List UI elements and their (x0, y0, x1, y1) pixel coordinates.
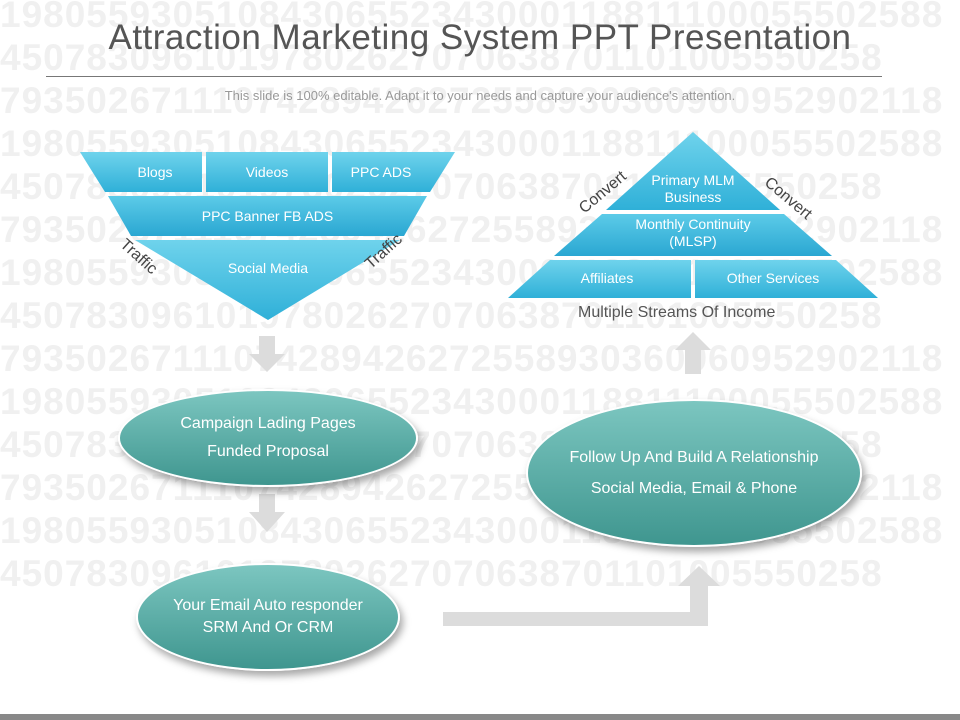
bg-digits-row: 4507830961019780262707063870110100555025… (0, 37, 883, 78)
bg-digits-row: 1980559305108430655234300011881110005550… (0, 0, 944, 35)
connector-arrow-icon (443, 566, 720, 626)
pyramid-segment-affiliates (508, 260, 691, 298)
oval-follow-up: Follow Up And Build A Relationship Socia… (526, 399, 862, 547)
traffic-funnel (80, 152, 455, 320)
pyramid-label-affiliates: Affiliates (580, 270, 634, 286)
funnel-label-ppc-banner: PPC Banner FB ADS (201, 208, 334, 224)
up-arrow-icon (675, 332, 711, 374)
bottom-bar (0, 714, 960, 720)
bg-digits-row: 4507830961019780262707063870110100555025… (0, 295, 883, 336)
slide-title: Attraction Marketing System PPT Presenta… (108, 18, 852, 57)
oval-campaign-line2: Funded Proposal (207, 443, 329, 460)
oval-email-autoresponder: Your Email Auto responder SRM And Or CRM (136, 563, 400, 671)
funnel-segment-social-media (135, 240, 400, 320)
bg-digits-row: 7935026711107428942627255893036096095290… (0, 338, 944, 379)
pyramid-label-monthly-continuity-line2: (MLSP) (669, 233, 717, 249)
title-divider (46, 76, 882, 77)
income-pyramid (508, 132, 878, 298)
slide-subtitle: This slide is 100% editable. Adapt it to… (224, 88, 736, 103)
oval-campaign-line1: Campaign Lading Pages (180, 415, 356, 432)
pyramid-segment-primary-mlm (606, 132, 780, 210)
bg-digits-row: 4507830961019780262707063870110100555025… (0, 553, 883, 594)
down-arrow-icon (249, 336, 285, 372)
pyramid-segment-other-services (695, 260, 878, 298)
pyramid-label-monthly-continuity-line1: Monthly Continuity (635, 216, 751, 232)
funnel-label-blogs: Blogs (137, 164, 173, 180)
pyramid-label-monthly-continuity: Monthly Continuity (MLSP) (594, 216, 792, 250)
oval-email-line2: SRM And Or CRM (202, 619, 334, 636)
pyramid-label-other-services: Other Services (726, 270, 820, 286)
pyramid-segment-monthly-continuity (554, 214, 832, 256)
pyramid-label-primary-mlm-line1: Primary MLM (651, 172, 735, 188)
pyramid-caption: Multiple Streams Of Income (578, 304, 776, 321)
oval-followup-line2: Social Media, Email & Phone (590, 480, 798, 497)
funnel-label-ppc-ads: PPC ADS (350, 164, 412, 180)
oval-followup-line1: Follow Up And Build A Relationship (569, 449, 819, 466)
oval-email-line1: Your Email Auto responder (173, 597, 363, 614)
funnel-label-social-media: Social Media (227, 260, 309, 276)
funnel-label-videos: Videos (245, 164, 289, 180)
funnel-segment-videos (206, 152, 328, 192)
pyramid-label-primary-mlm-line2: Business (664, 189, 722, 205)
bg-digits-row: 7935026711107428942627255893036096095290… (0, 80, 944, 121)
funnel-segment-blogs (80, 152, 202, 192)
down-arrow-icon (249, 494, 285, 532)
pyramid-label-primary-mlm: Primary MLM Business (623, 172, 763, 206)
funnel-segment-ppc-ads (332, 152, 455, 192)
funnel-segment-ppc-banner (108, 196, 427, 236)
oval-campaign-landing-pages: Campaign Lading Pages Funded Proposal (118, 389, 418, 487)
